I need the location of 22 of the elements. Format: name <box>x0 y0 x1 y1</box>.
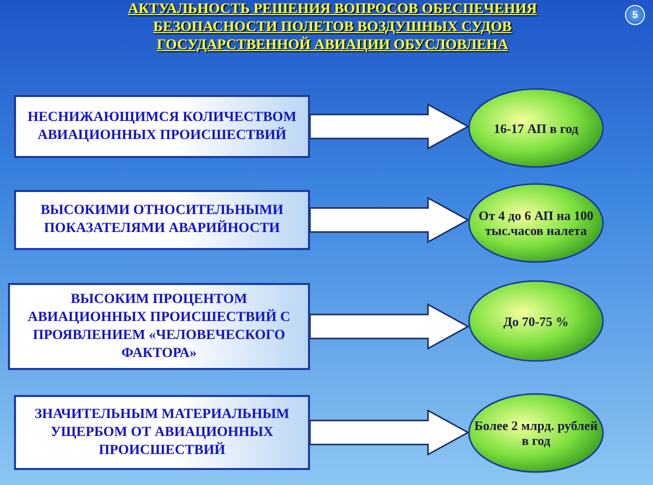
ellipse-text: Более 2 млрд. рублей в год <box>474 418 598 448</box>
result-ellipse <box>468 183 604 263</box>
slide-number: 5 <box>625 5 645 25</box>
box-text: ЗНАЧИТЕЛЬНЫМ МАТЕРИАЛЬНЫМ УЩЕРБОМ ОТ АВИАЦИОННЫХ ПРОИСШЕСТВИЙ <box>34 406 290 460</box>
result-ellipse <box>468 280 604 362</box>
box-text: ВЫСОКИМИ ОТНОСИТЕЛЬНЫМИ ПОКАЗАТЕЛЯМИ АВАРИЙНОСТИ <box>40 202 284 238</box>
slide-title: АКТУАЛЬНОСТЬ РЕШЕНИЯ ВОПРОСОВ ОБЕСПЕЧЕНИЯ БЕЗОПАСНОСТИ ПОЛЕТОВ ВОЗДУШНЫХ СУДОВ ГОСУДАРСТВЕННОЙ АВИАЦИИ ОБУСЛОВЛЕНА <box>126 0 538 54</box>
block-arrow <box>309 409 470 456</box>
block-arrow <box>309 196 470 244</box>
ellipse-text: От 4 до 6 АП на 100 тыс.часов налета <box>478 208 594 238</box>
ellipse-text: 16-17 АП в год <box>494 120 578 136</box>
box-text: НЕСНИЖАЮЩИМСЯ КОЛИЧЕСТВОМ АВИАЦИОННЫХ ПРОИСШЕСТВИЙ <box>26 108 298 144</box>
cause-box <box>8 283 310 370</box>
block-arrow <box>309 303 470 350</box>
cause-box <box>14 95 310 158</box>
ellipse-text: До 70-75 % <box>503 314 569 328</box>
box-text: ВЫСОКИМ ПРОЦЕНТОМ АВИАЦИОННЫХ ПРОИСШЕСТВИЙ С ПРОЯВЛЕНИЕМ «ЧЕЛОВЕЧЕСКОГО ФАКТОРА» <box>26 290 292 362</box>
block-arrow <box>309 103 470 150</box>
cause-box <box>14 395 310 470</box>
cause-box <box>14 190 310 250</box>
result-ellipse <box>468 393 604 473</box>
result-ellipse <box>468 88 604 168</box>
